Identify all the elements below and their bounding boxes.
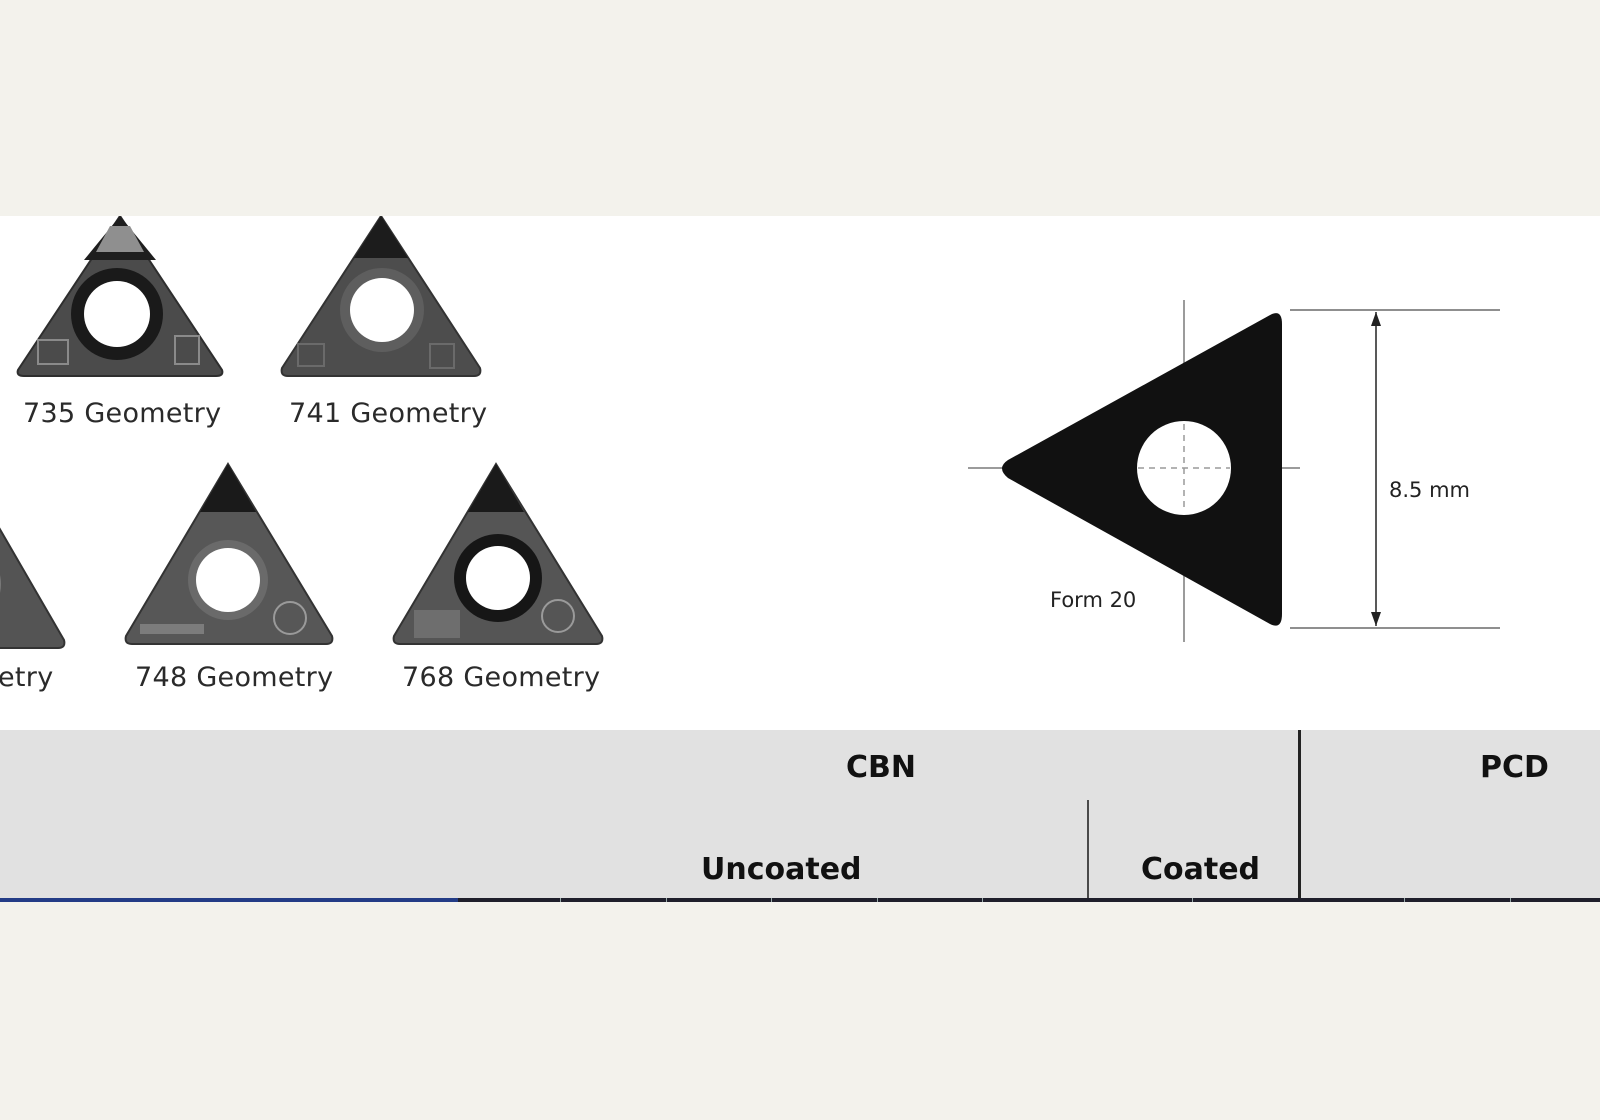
- header-pcd: PCD: [1480, 750, 1549, 785]
- cell-tick: [560, 898, 561, 902]
- cell-tick: [877, 898, 878, 902]
- header-uncoated: Uncoated: [701, 852, 862, 887]
- insert-partial-image: [0, 456, 72, 652]
- insert-768-caption: 768 Geometry: [402, 662, 601, 693]
- insert-748-image: [120, 460, 340, 652]
- table-header: CBN PCD Uncoated Coated: [0, 730, 1600, 902]
- form-label: Form 20: [1050, 588, 1137, 612]
- header-cbn: CBN: [846, 750, 916, 785]
- header-bottom-accent: [0, 898, 458, 902]
- insert-748-caption: 748 Geometry: [135, 662, 334, 693]
- product-image-panel: 735 Geometry 741 Geometry etry: [0, 216, 1600, 730]
- insert-partial-caption: etry: [0, 662, 54, 693]
- column-divider-cbn-pcd: [1298, 730, 1301, 902]
- insert-735-caption: 735 Geometry: [23, 398, 222, 429]
- cell-tick: [771, 898, 772, 902]
- cell-tick: [982, 898, 983, 902]
- insert-768-image: [388, 460, 610, 652]
- column-divider-uncoated-coated: [1087, 800, 1089, 902]
- cell-tick: [666, 898, 667, 902]
- dimension-label: 8.5 mm: [1389, 478, 1470, 502]
- cell-tick: [1510, 898, 1511, 902]
- header-coated: Coated: [1141, 852, 1261, 887]
- cell-tick: [1192, 898, 1193, 902]
- insert-735-image: [10, 216, 230, 382]
- cell-tick: [1404, 898, 1405, 902]
- form-20-diagram: Form 20 8.5 mm: [960, 296, 1520, 676]
- header-bottom-rule: [0, 898, 1600, 902]
- insert-741-caption: 741 Geometry: [289, 398, 488, 429]
- insert-741-image: [276, 216, 486, 382]
- insert-outline-drawing: [968, 300, 1500, 642]
